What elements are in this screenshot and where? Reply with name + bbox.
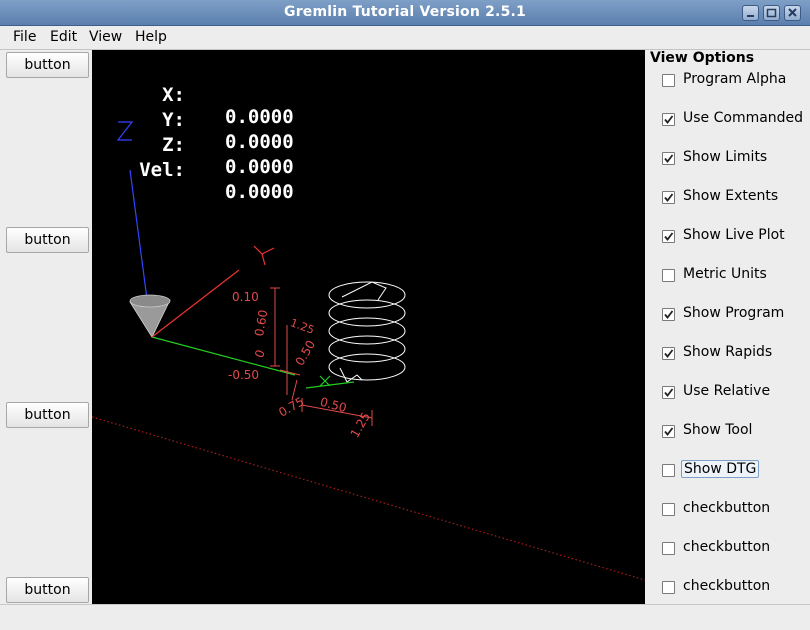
menubar: File Edit View Help: [0, 26, 810, 50]
machine-limit-line: [92, 416, 645, 581]
menu-view-label: View: [89, 29, 123, 45]
checkbox-13[interactable]: [662, 581, 675, 594]
view-option-label-7: Show Rapids: [683, 344, 773, 360]
checkmark-icon: [664, 388, 674, 397]
checkbox-12[interactable]: [662, 542, 675, 555]
checkbox-8[interactable]: [662, 386, 675, 399]
z-axis-label: [116, 121, 134, 141]
toolpath-canvas: [92, 121, 645, 581]
menu-help[interactable]: Help: [135, 29, 167, 45]
view-option-label-2: Show Limits: [683, 149, 768, 165]
checkmark-icon: [664, 232, 674, 241]
maximize-button[interactable]: [763, 5, 780, 21]
dro-label-z: Z:: [162, 134, 185, 156]
local-x-axis: [305, 381, 355, 389]
checkmark-icon: [664, 349, 674, 358]
button-2[interactable]: button: [6, 227, 89, 253]
checkmark-icon: [664, 115, 674, 124]
view-option-label-9: Show Tool: [683, 422, 753, 438]
checkbox-11[interactable]: [662, 503, 675, 516]
checkmark-icon: [664, 193, 674, 202]
view-options-title: View Options: [650, 50, 755, 66]
dro-label-vel: Vel:: [139, 159, 185, 181]
button-4[interactable]: button: [6, 577, 89, 603]
y-axis-label: [253, 245, 275, 266]
y-axis-line: [151, 269, 240, 338]
button-3[interactable]: button: [6, 402, 89, 428]
view-option-label-0: Program Alpha: [683, 71, 787, 87]
dro-row-z: Z: 0.0000: [92, 112, 294, 178]
dro-value-vel: 0.0000: [225, 181, 294, 203]
dro-row-vel: Vel: 0.0000: [92, 137, 293, 203]
view-option-label-4: Show Live Plot: [683, 227, 785, 243]
minimize-button[interactable]: [742, 5, 759, 21]
view-option-label-5: Metric Units: [683, 266, 767, 282]
checkmark-icon: [664, 310, 674, 319]
menu-edit[interactable]: Edit: [50, 29, 77, 45]
dim-label-4: -0.50: [228, 368, 260, 382]
checkbox-7[interactable]: [662, 347, 675, 360]
checkbox-5[interactable]: [662, 269, 675, 282]
checkbox-3[interactable]: [662, 191, 675, 204]
dro-value-x: 0.0000: [225, 106, 294, 128]
checkbox-10[interactable]: [662, 464, 675, 477]
button-1[interactable]: button: [6, 52, 89, 78]
checkbox-2[interactable]: [662, 152, 675, 165]
dro-value-y: 0.0000: [225, 131, 294, 153]
menu-help-label: Help: [135, 29, 167, 45]
dro-row-x: X: 0.0000: [92, 62, 294, 128]
checkmark-icon: [664, 154, 674, 163]
view-option-label-12: checkbutton: [683, 539, 771, 555]
view-option-label-3: Show Extents: [683, 188, 779, 204]
view-option-label-10: Show DTG: [681, 460, 760, 478]
checkbox-6[interactable]: [662, 308, 675, 321]
local-x-label: [319, 375, 331, 387]
dro-row-y: Y: 0.0000: [92, 87, 294, 153]
menu-view[interactable]: View: [89, 29, 122, 45]
checkbox-1[interactable]: [662, 113, 675, 126]
checkbox-0[interactable]: [662, 74, 675, 87]
left-button-panel: button button button button: [0, 50, 92, 604]
dimension-lines: [270, 287, 373, 426]
checkbox-4[interactable]: [662, 230, 675, 243]
window-title: Gremlin Tutorial Version 2.5.1: [284, 4, 526, 20]
minimize-icon: [747, 15, 754, 17]
close-icon: [788, 8, 797, 17]
view-option-label-8: Use Relative: [683, 383, 771, 399]
menu-file[interactable]: File: [13, 29, 36, 45]
dim-label-1: 0.10: [232, 290, 259, 304]
close-button[interactable]: [784, 5, 801, 21]
checkmark-icon: [664, 427, 674, 436]
window-titlebar: Gremlin Tutorial Version 2.5.1: [0, 0, 810, 26]
dro-label-y: Y:: [162, 109, 185, 131]
dro-label-x: X:: [162, 84, 185, 106]
checkbox-9[interactable]: [662, 425, 675, 438]
gremlin-3d-viewport[interactable]: 0.10 0.60 0 -0.50 1.25 0.50 0.75 0.50 1.…: [92, 50, 645, 604]
x-axis-line: [151, 336, 296, 376]
helix-toolpath: [328, 281, 406, 383]
view-option-label-13: checkbutton: [683, 578, 771, 594]
tool-cone-top: [129, 294, 171, 308]
menu-edit-label: Edit: [50, 29, 78, 45]
view-option-label-6: Show Program: [683, 305, 785, 321]
view-option-label-11: checkbutton: [683, 500, 771, 516]
view-option-label-1: Use Commanded: [683, 110, 804, 126]
status-bar: [0, 604, 810, 630]
menu-file-label: File: [13, 29, 37, 45]
dro-value-z: 0.0000: [225, 156, 294, 178]
maximize-icon: [766, 8, 777, 18]
